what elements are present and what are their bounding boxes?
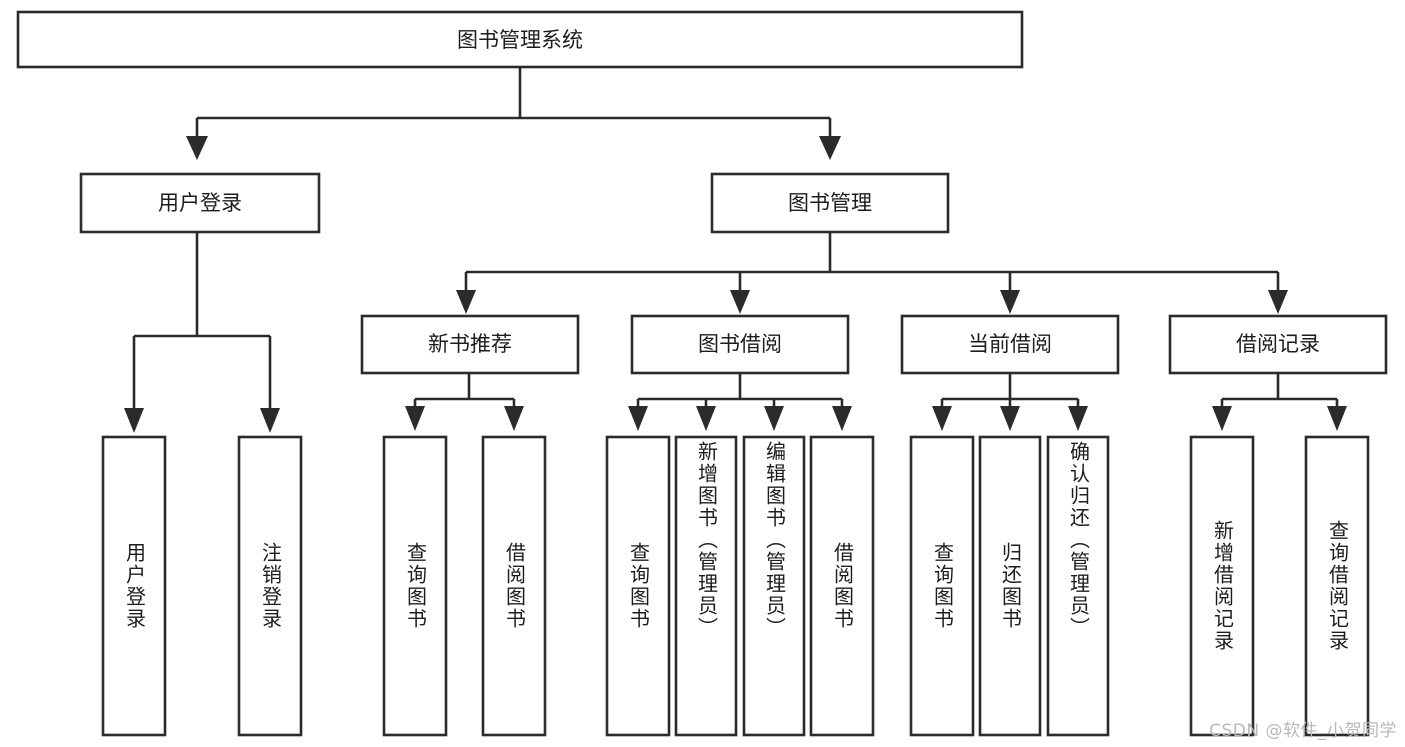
leaf-box-book-borrow-1[interactable] — [605, 435, 671, 737]
leaf-box-layer — [101, 435, 1370, 737]
node-book-management[interactable]: 图书管理 — [710, 172, 950, 234]
arrow-current-leaf-1 — [932, 406, 952, 431]
arrow-borrow-leaf-1 — [628, 406, 648, 431]
node-book-borrow-box — [630, 314, 850, 375]
leaf-box-book-borrow-2[interactable] — [674, 435, 738, 737]
leaf-box-current-borrow-2[interactable] — [978, 435, 1042, 737]
arrow-root-to-bookmgmt — [819, 136, 841, 160]
leaf-box-book-borrow-3[interactable] — [742, 435, 806, 737]
csdn-watermark: CSDN @软件_小贺同学 — [1209, 721, 1397, 741]
arrow-userlogin-leaf-1 — [124, 408, 144, 433]
arrow-bookmgmt-to-record — [1268, 290, 1288, 314]
node-new-book-recommend-label: 新书推荐 — [428, 332, 512, 356]
node-borrow-record-label: 借阅记录 — [1236, 332, 1320, 356]
node-book-borrow[interactable]: 图书借阅 — [630, 314, 850, 375]
node-current-borrow-label: 当前借阅 — [968, 332, 1052, 356]
node-user-login[interactable]: 用户登录 — [79, 172, 321, 234]
node-book-borrow-label: 图书借阅 — [698, 332, 782, 356]
node-borrow-record-box — [1168, 314, 1388, 375]
node-root[interactable]: 图书管理系统 — [16, 10, 1024, 69]
arrow-borrow-leaf-4 — [832, 406, 852, 431]
arrow-newbook-leaf-1 — [405, 406, 425, 431]
arrow-bookmgmt-to-borrow — [730, 290, 750, 314]
arrow-newbook-leaf-2 — [504, 406, 524, 431]
leaf-box-new-book-2[interactable] — [481, 435, 547, 737]
node-book-management-box — [710, 172, 950, 234]
arrow-record-leaf-2 — [1327, 406, 1347, 431]
node-root-label: 图书管理系统 — [457, 28, 583, 52]
arrow-current-leaf-2 — [1000, 406, 1020, 431]
node-current-borrow[interactable]: 当前借阅 — [900, 314, 1120, 375]
node-borrow-record[interactable]: 借阅记录 — [1168, 314, 1388, 375]
arrow-userlogin-leaf-2 — [260, 408, 280, 433]
arrow-root-to-userlogin — [186, 136, 208, 160]
leaf-box-new-book-1[interactable] — [382, 435, 448, 737]
leaf-box-borrow-record-2[interactable] — [1304, 435, 1370, 737]
leaf-box-current-borrow-1[interactable] — [909, 435, 975, 737]
leaf-box-book-borrow-4[interactable] — [809, 435, 875, 737]
node-current-borrow-box — [900, 314, 1120, 375]
leaf-box-borrow-record-1[interactable] — [1189, 435, 1255, 737]
arrow-current-leaf-3 — [1068, 406, 1088, 431]
arrow-borrow-leaf-3 — [764, 406, 784, 431]
leaf-box-current-borrow-3[interactable] — [1046, 435, 1110, 737]
arrow-bookmgmt-to-newbook — [456, 290, 476, 314]
node-book-management-label: 图书管理 — [788, 191, 872, 215]
arrow-bookmgmt-to-current — [1000, 290, 1020, 314]
node-root-box — [16, 10, 1024, 69]
node-user-login-box — [79, 172, 321, 234]
node-new-book-recommend-box — [360, 314, 580, 375]
node-user-login-label: 用户登录 — [158, 191, 242, 215]
arrow-record-leaf-1 — [1212, 406, 1232, 431]
leaf-box-user-login-1[interactable] — [101, 435, 167, 737]
arrow-borrow-leaf-2 — [696, 406, 716, 431]
leaf-box-user-login-2[interactable] — [237, 435, 303, 737]
connector-layer — [124, 67, 1347, 433]
node-new-book-recommend[interactable]: 新书推荐 — [360, 314, 580, 375]
